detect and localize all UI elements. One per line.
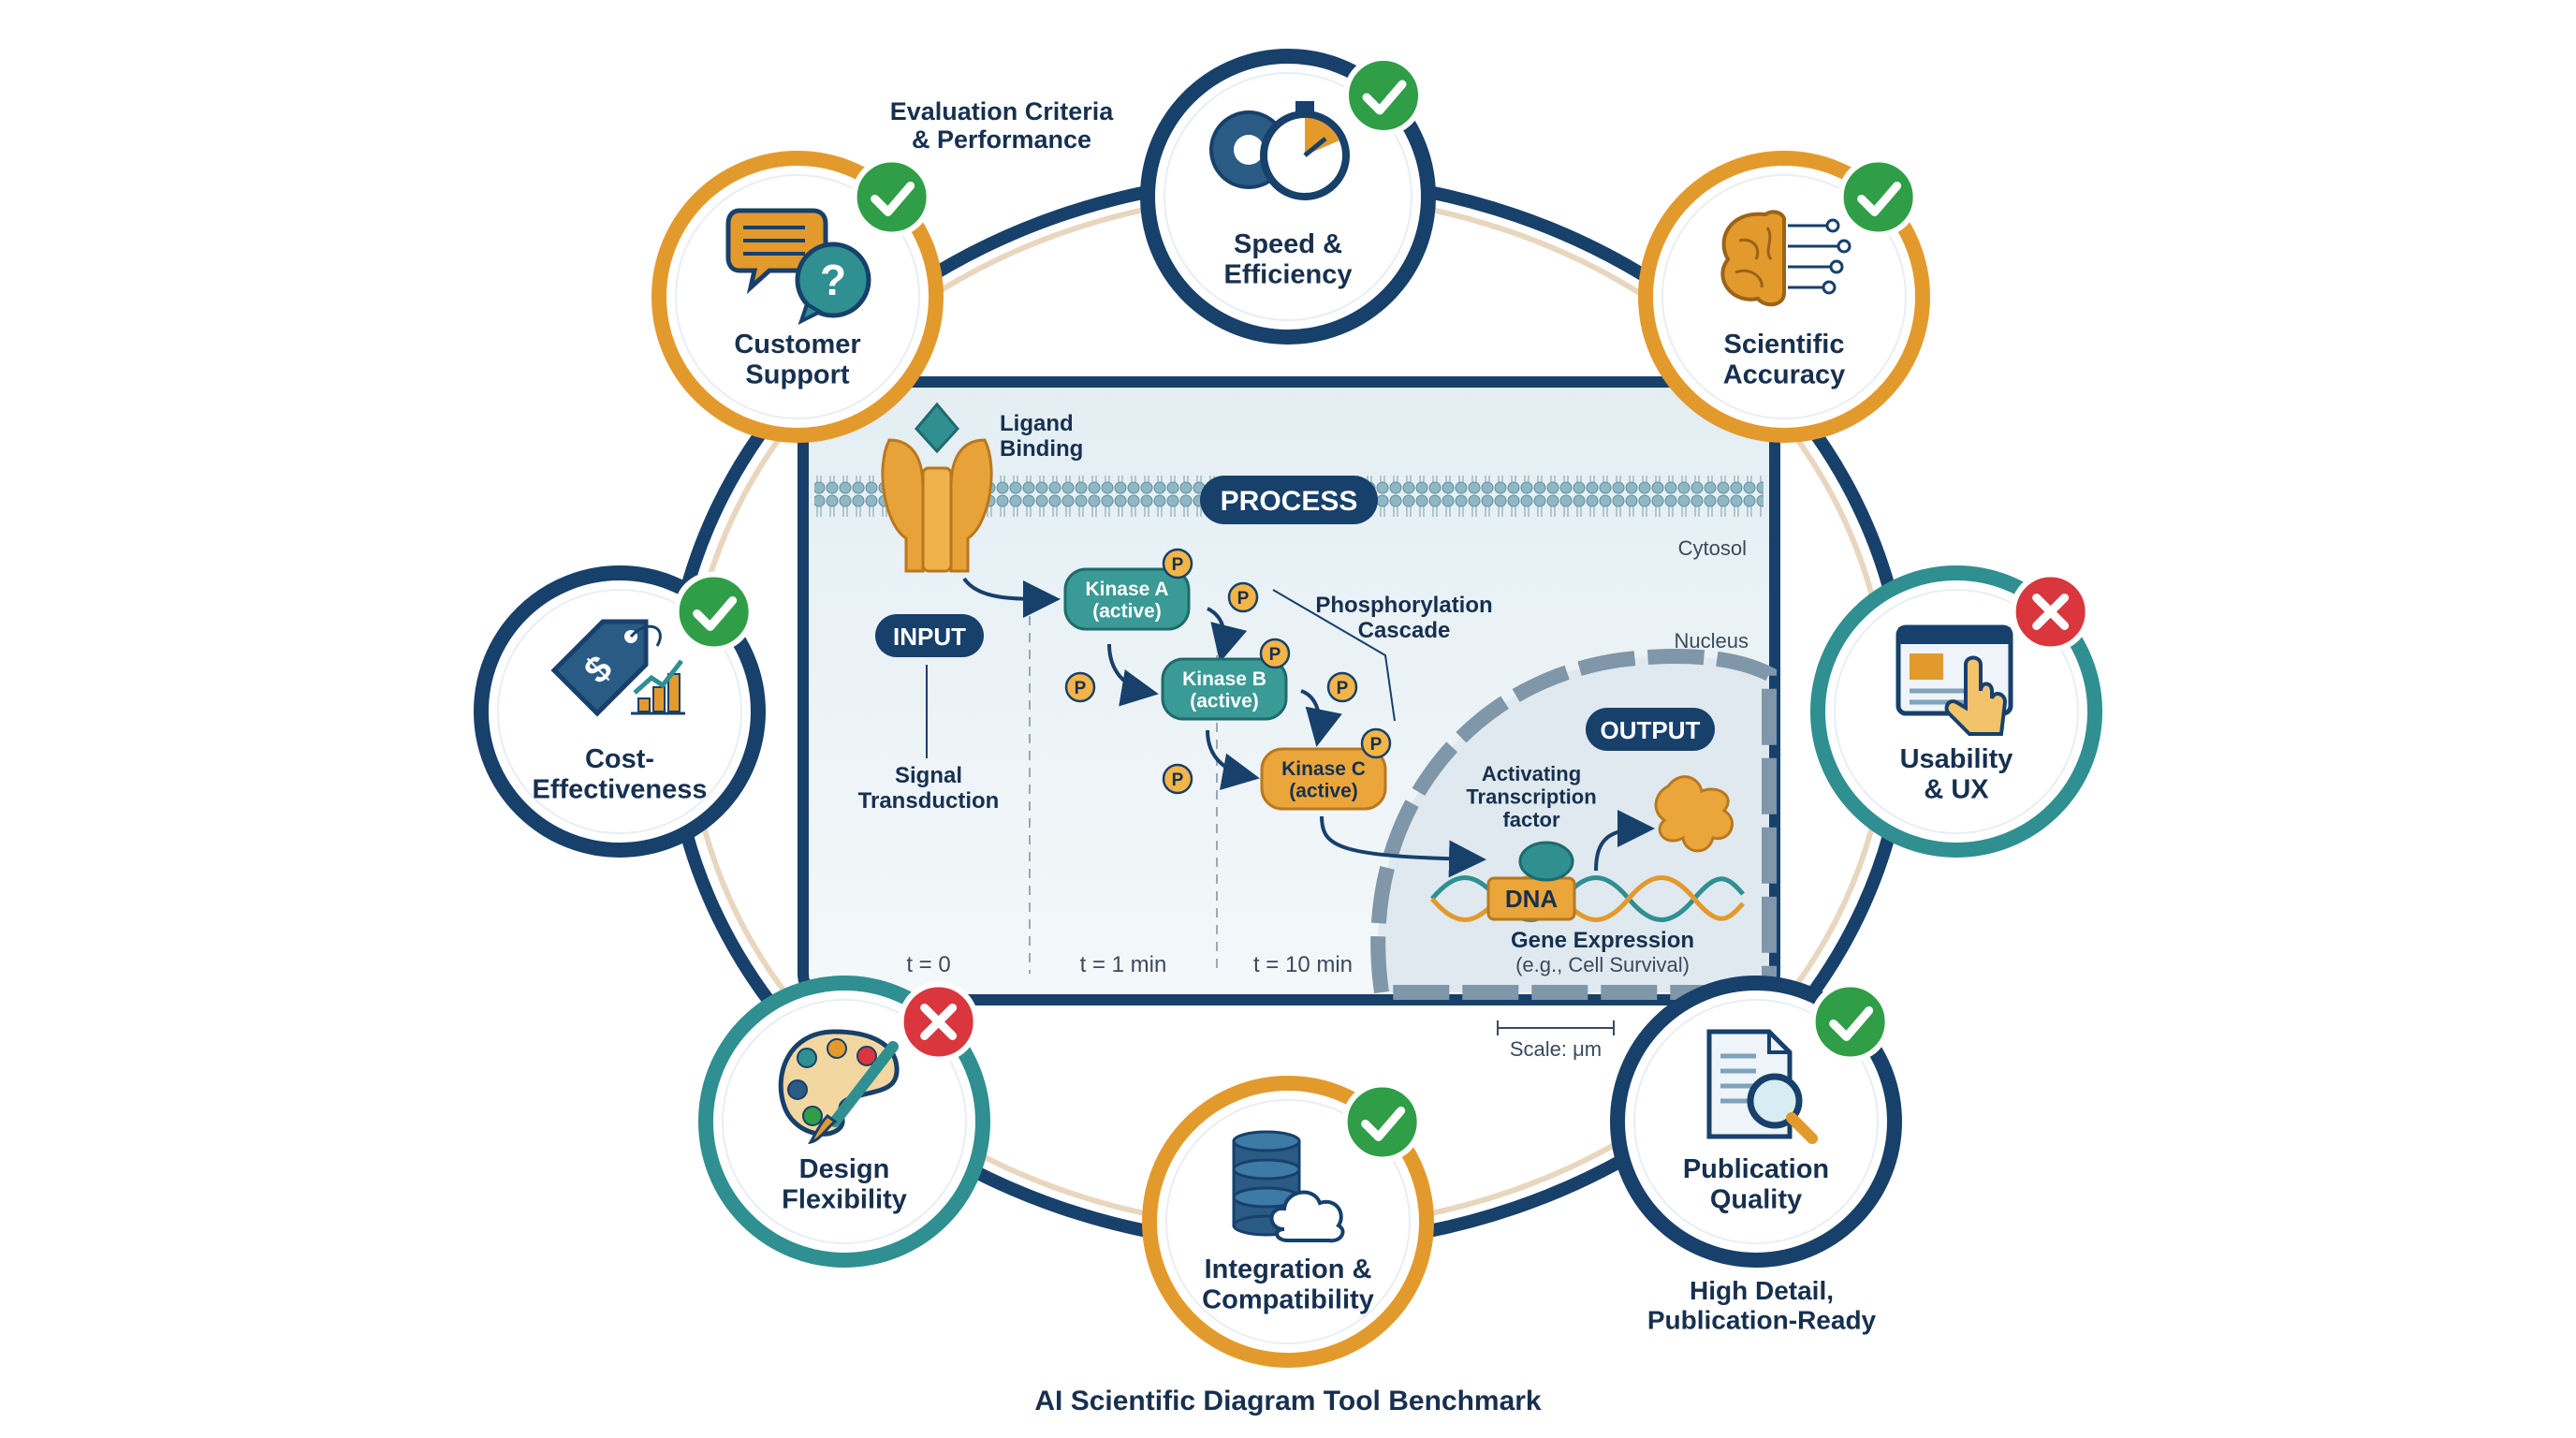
svg-text:P: P xyxy=(1337,679,1349,698)
checkmark-icon xyxy=(851,156,932,238)
svg-text:P: P xyxy=(1370,735,1383,755)
price-tag-chart-icon: $ xyxy=(550,619,685,717)
time-label: t = 0 xyxy=(906,952,950,977)
checkmark-icon xyxy=(1837,156,1919,238)
evaluation-caption: Evaluation Criteria& Performance xyxy=(890,97,1115,154)
gear-stopwatch-icon xyxy=(1209,101,1350,200)
benchmark-title: AI Scientific Diagram Tool Benchmark xyxy=(1034,1386,1542,1416)
svg-text:P: P xyxy=(1172,555,1184,575)
kinase-a: Kinase A(active) xyxy=(1063,567,1191,631)
cross-icon xyxy=(2010,571,2091,653)
svg-text:P: P xyxy=(1075,679,1087,698)
chat-bubbles-icon: ? xyxy=(725,208,871,325)
dna-label: DNA xyxy=(1505,885,1559,913)
checkmark-icon xyxy=(1809,981,1891,1063)
publication-ready-note: High Detail,Publication-Ready xyxy=(1647,1276,1877,1334)
output-label: OUTPUT xyxy=(1601,716,1701,744)
criterion-label: Cost-Effectiveness xyxy=(533,744,708,805)
criterion-label: Speed &Efficiency xyxy=(1224,229,1353,290)
time-label: t = 10 min xyxy=(1253,952,1353,977)
checkmark-icon xyxy=(1343,55,1424,136)
gene-expression-label: Gene Expression xyxy=(1511,928,1694,953)
input-label: INPUT xyxy=(893,623,966,651)
scale-bar: Scale: μm xyxy=(1497,1020,1615,1061)
phosphate-groups: P P P P P P P xyxy=(1064,548,1392,795)
criterion-label: Integration &Compatibility xyxy=(1202,1255,1374,1315)
phosphate-icon: P xyxy=(1064,671,1096,703)
cascade-arrows xyxy=(962,577,1655,878)
cross-icon xyxy=(898,981,979,1063)
svg-text:?: ? xyxy=(820,256,846,304)
protein-icon xyxy=(1654,775,1734,853)
cytosol-label: Cytosol xyxy=(1678,536,1747,560)
criterion-node: Speed &Efficiency xyxy=(1140,49,1436,345)
phosphate-icon: P xyxy=(1227,581,1259,613)
brain-circuit-icon xyxy=(1720,210,1852,307)
process-label: PROCESS xyxy=(1221,486,1358,517)
criterion-node: $ Cost-Effectiveness xyxy=(474,565,766,858)
checkmark-icon xyxy=(1341,1081,1423,1163)
database-cloud-icon xyxy=(1232,1130,1345,1243)
svg-text:Scale: μm: Scale: μm xyxy=(1510,1037,1602,1061)
browser-hand-icon xyxy=(1895,624,2013,736)
phosphate-icon: P xyxy=(1326,671,1358,703)
criterion-node: Integration &Compatibility xyxy=(1142,1076,1434,1368)
svg-text:Kinase A(active): Kinase A(active) xyxy=(1085,579,1168,623)
palette-brush-icon xyxy=(778,1029,900,1145)
phosphate-icon: P xyxy=(1162,548,1193,580)
kinase-c: Kinase C(active) xyxy=(1260,747,1387,811)
criterion-label: Usability& UX xyxy=(1900,744,2013,805)
document-magnifier-icon xyxy=(1706,1029,1818,1144)
phosphate-icon: P xyxy=(1259,638,1291,669)
gene-expression-note: (e.g., Cell Survival) xyxy=(1515,953,1690,976)
svg-text:Kinase C(active): Kinase C(active) xyxy=(1281,758,1366,802)
svg-text:Kinase B(active): Kinase B(active) xyxy=(1182,668,1266,712)
time-label: t = 1 min xyxy=(1080,952,1167,977)
phosphate-icon: P xyxy=(1162,763,1193,795)
svg-text:P: P xyxy=(1172,770,1184,790)
phosphate-icon: P xyxy=(1360,727,1392,759)
receptor-icon xyxy=(881,402,993,573)
transcription-factor-icon xyxy=(1518,841,1574,882)
svg-text:P: P xyxy=(1269,645,1281,665)
svg-text:P: P xyxy=(1237,589,1250,609)
criterion-node: Usability& UX xyxy=(1810,565,2102,858)
kinase-b: Kinase B(active) xyxy=(1161,657,1288,721)
checkmark-icon xyxy=(673,571,754,653)
nucleus-label: Nucleus xyxy=(1675,629,1749,653)
